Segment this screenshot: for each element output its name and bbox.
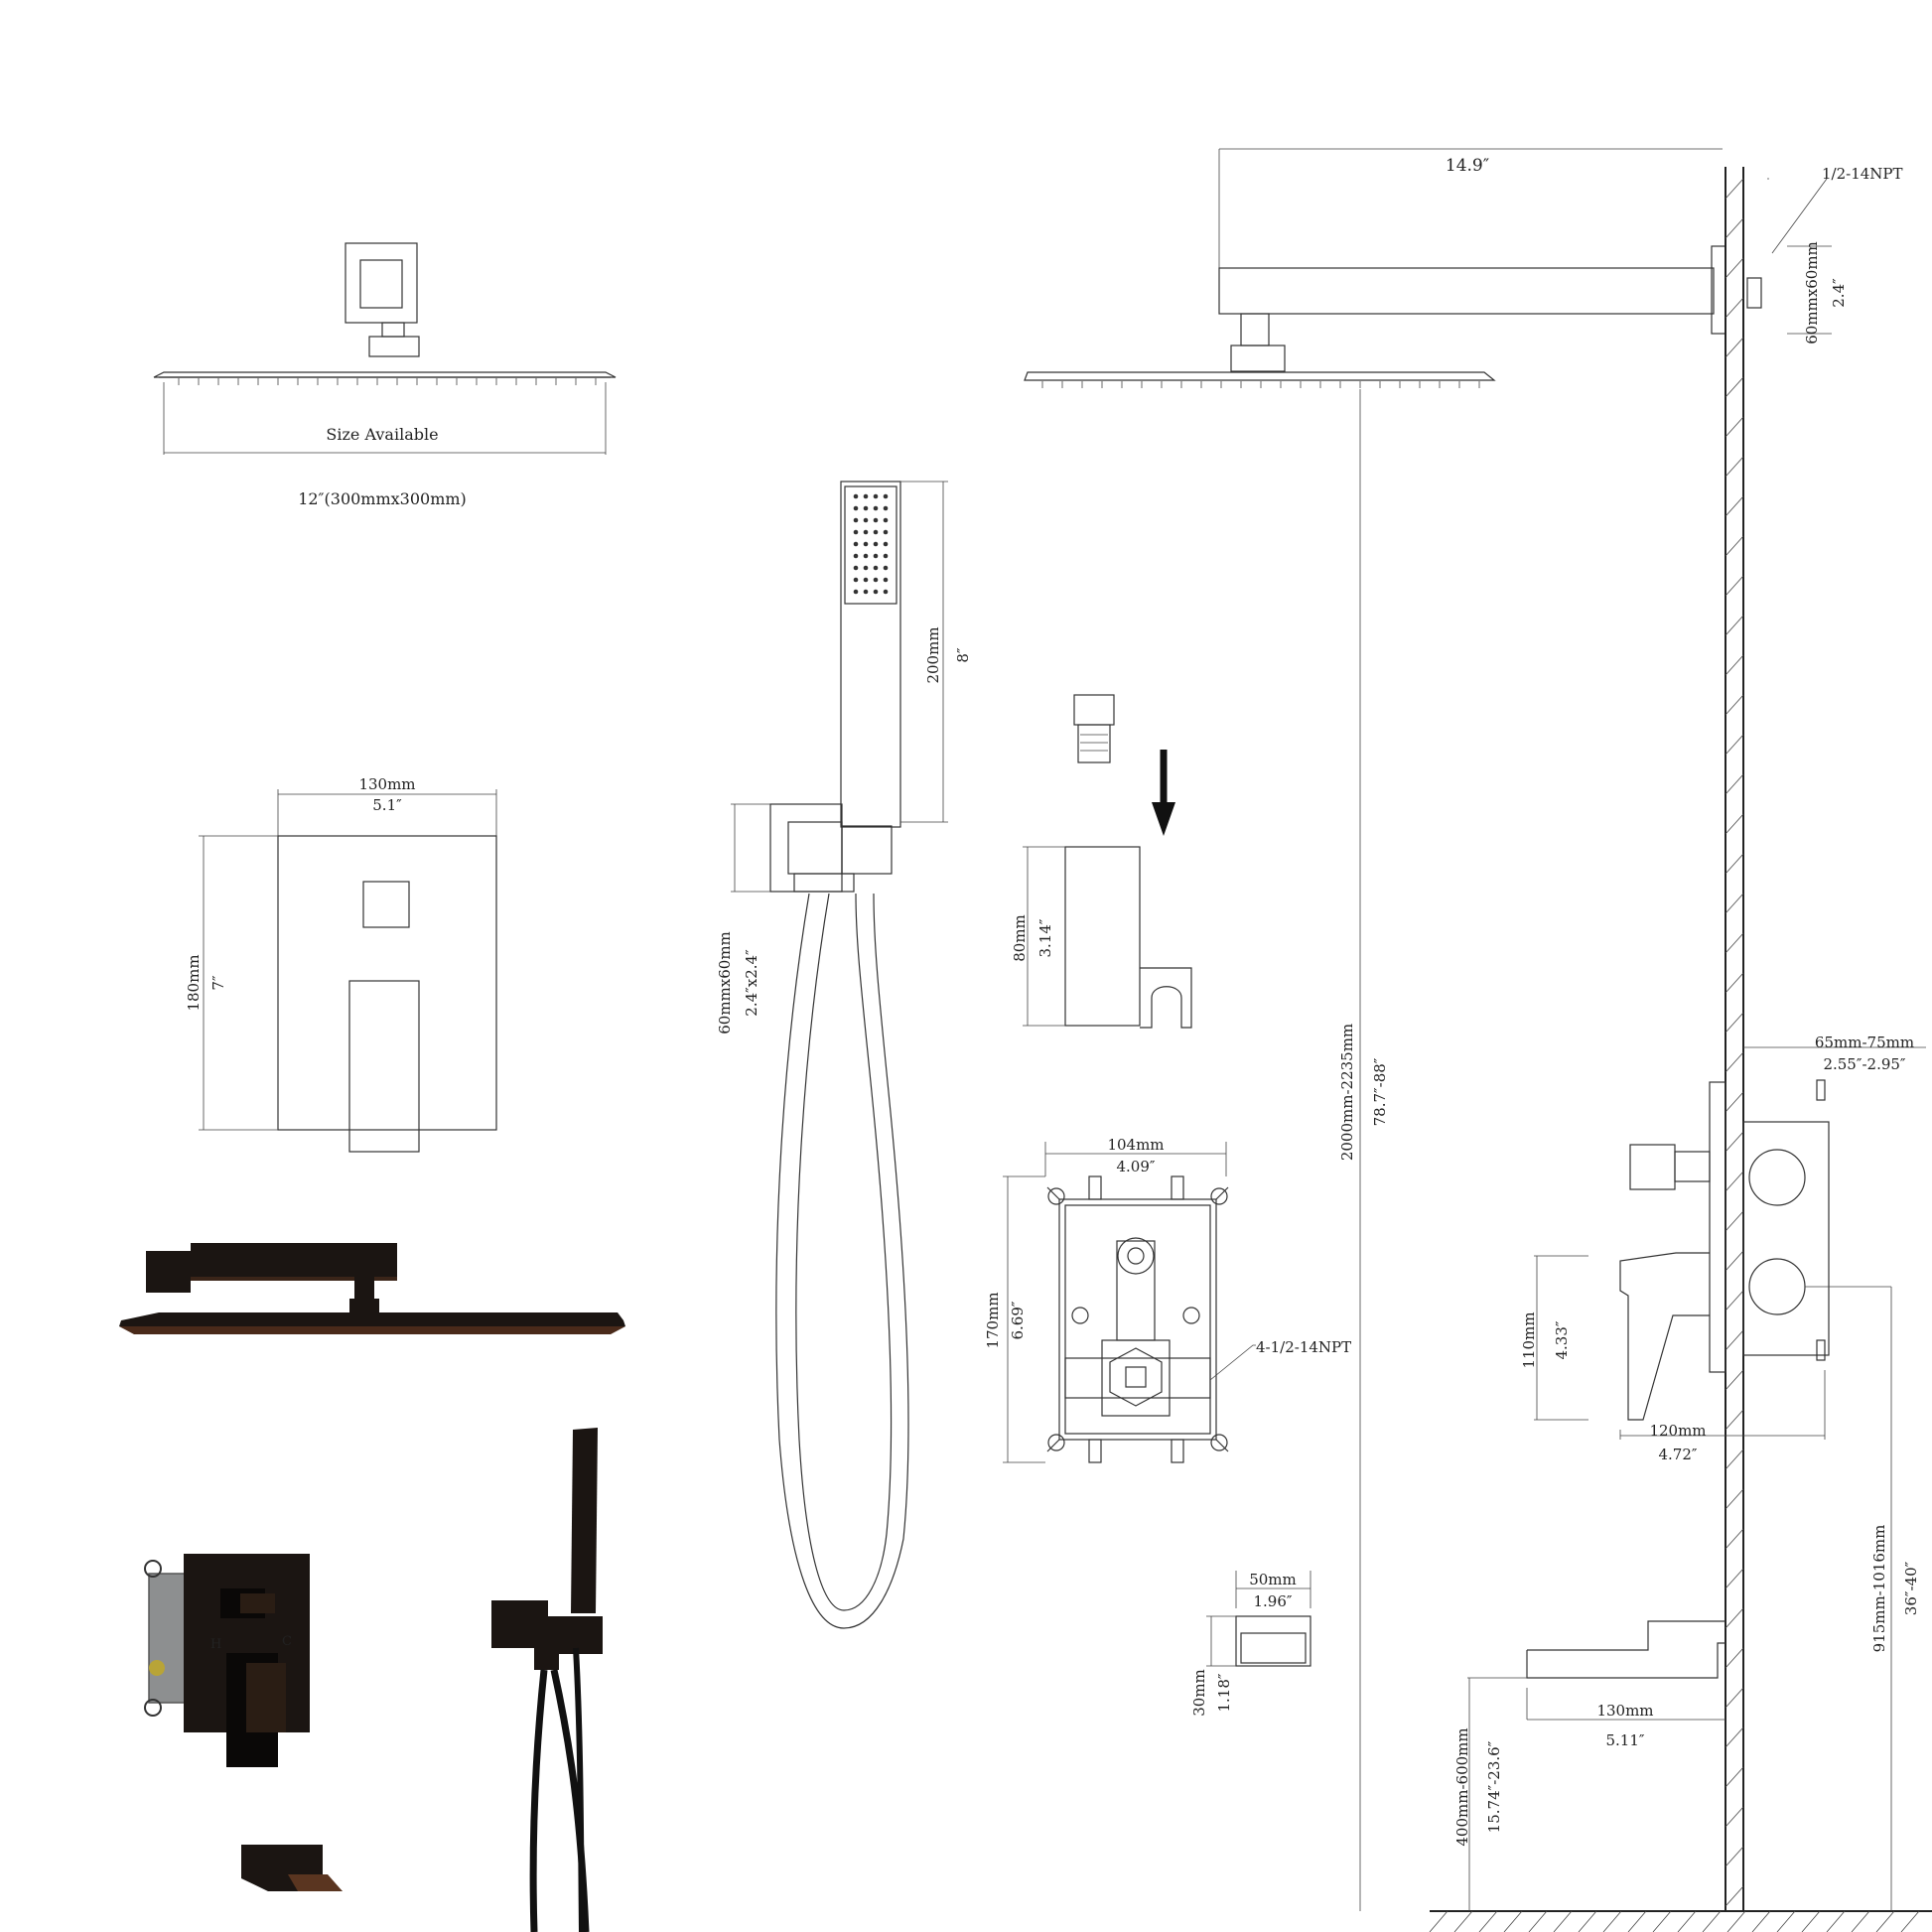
elbow-mm-label: 60mmx60mm xyxy=(716,931,734,1035)
spout-w-in-label: 1.96″ xyxy=(1253,1592,1292,1610)
hand-shower-product-render xyxy=(491,1428,603,1932)
plate-h-in-label: 7″ xyxy=(209,975,227,991)
plate-w-mm-label: 130mm xyxy=(358,775,415,793)
spout-h-in-label: 1.18″ xyxy=(1215,1673,1233,1712)
plate-h-mm-label: 180mm xyxy=(185,954,203,1011)
tub-spout-front-view: 50mm 1.96″ 30mm 1.18″ xyxy=(1190,1571,1311,1717)
spout-h-mm-label: 30mm xyxy=(1190,1669,1208,1717)
spout-floor-mm-label: 400mm-600mm xyxy=(1453,1727,1471,1846)
height-in-label: 78.7″-88″ xyxy=(1371,1057,1389,1126)
npt-inlet-label: 1/2-14NPT xyxy=(1822,165,1903,183)
handheld-mm-label: 200mm xyxy=(924,626,942,683)
holder-and-connector: 80mm 3.14″ xyxy=(1011,694,1192,1029)
tub-spout-product-render xyxy=(241,1845,343,1891)
valve-h-in-label: 6.69″ xyxy=(1009,1301,1027,1339)
valve-h-mm-label: 170mm xyxy=(984,1292,1002,1348)
valve-w-in-label: 4.09″ xyxy=(1116,1158,1155,1175)
trim-plate-front-view: 130mm 5.1″ 180mm 7″ xyxy=(185,775,497,1153)
spout-l-mm-label: 130mm xyxy=(1596,1702,1653,1720)
arm-side-view: 14.9″ 1/2-14NPT 60mmx60mm 2.4″ xyxy=(1024,148,1903,388)
holder-mm-label: 80mm xyxy=(1011,914,1029,962)
height-dimension: 2000mm-2235mm 78.7″-88″ xyxy=(1338,389,1389,1911)
down-arrow-icon xyxy=(1152,750,1175,836)
tub-spout-side-view: 130mm 5.11″ 400mm-600mm 15.74″-23.6″ xyxy=(1453,1620,1725,1911)
flange-in-label: 2.4″ xyxy=(1830,278,1848,308)
trim-w-in-label: 4.72″ xyxy=(1658,1446,1697,1463)
valve-floor-in-label: 36″-40″ xyxy=(1902,1561,1920,1615)
wall xyxy=(1725,167,1744,1911)
trim-h-in-label: 4.33″ xyxy=(1553,1320,1571,1359)
spout-l-in-label: 5.11″ xyxy=(1605,1731,1644,1749)
spout-floor-in-label: 15.74″-23.6″ xyxy=(1485,1740,1503,1833)
valve-w-mm-label: 104mm xyxy=(1107,1136,1164,1154)
rough-in-valve-front-view: 104mm 4.09″ 170mm 6.69″ 4-1/2-14NPT xyxy=(984,1136,1351,1463)
valve-product-render: H C xyxy=(144,1554,310,1767)
handheld-in-label: 8″ xyxy=(954,647,972,663)
rain-head-product-render xyxy=(119,1243,625,1334)
valve-npt-label: 4-1/2-14NPT xyxy=(1256,1338,1351,1356)
trim-h-mm-label: 110mm xyxy=(1520,1311,1538,1368)
spout-w-mm-label: 50mm xyxy=(1249,1571,1297,1588)
valve-side-view: 65mm-75mm 2.55″-2.95″ 110mm 4.33″ 120mm … xyxy=(1520,1034,1926,1463)
trim-w-mm-label: 120mm xyxy=(1649,1422,1706,1440)
holder-in-label: 3.14″ xyxy=(1036,918,1054,957)
arm-length-label: 14.9″ xyxy=(1446,156,1489,176)
depth-mm-label: 65mm-75mm xyxy=(1815,1034,1914,1051)
valve-floor-dimension: 915mm-1016mm 36″-40″ xyxy=(1870,1287,1920,1911)
hand-shower-outline: 200mm 8″ 60mmx60mm 2.4″x2.4″ xyxy=(716,481,972,1629)
rain-head-front-view: Size Available 12″(300mmx300mm) xyxy=(153,242,617,508)
valve-floor-mm-label: 915mm-1016mm xyxy=(1870,1525,1888,1653)
flange-mm-label: 60mmx60mm xyxy=(1803,241,1821,345)
hot-mark: H xyxy=(210,1637,221,1652)
size-available-label: Size Available xyxy=(326,425,438,444)
size-12-label: 12″(300mmx300mm) xyxy=(298,489,467,508)
cold-mark: C xyxy=(282,1634,292,1649)
elbow-in-label: 2.4″x2.4″ xyxy=(743,949,760,1017)
floor xyxy=(1429,1910,1932,1932)
plate-w-in-label: 5.1″ xyxy=(372,796,402,814)
height-mm-label: 2000mm-2235mm xyxy=(1338,1024,1356,1161)
depth-in-label: 2.55″-2.95″ xyxy=(1823,1055,1905,1073)
